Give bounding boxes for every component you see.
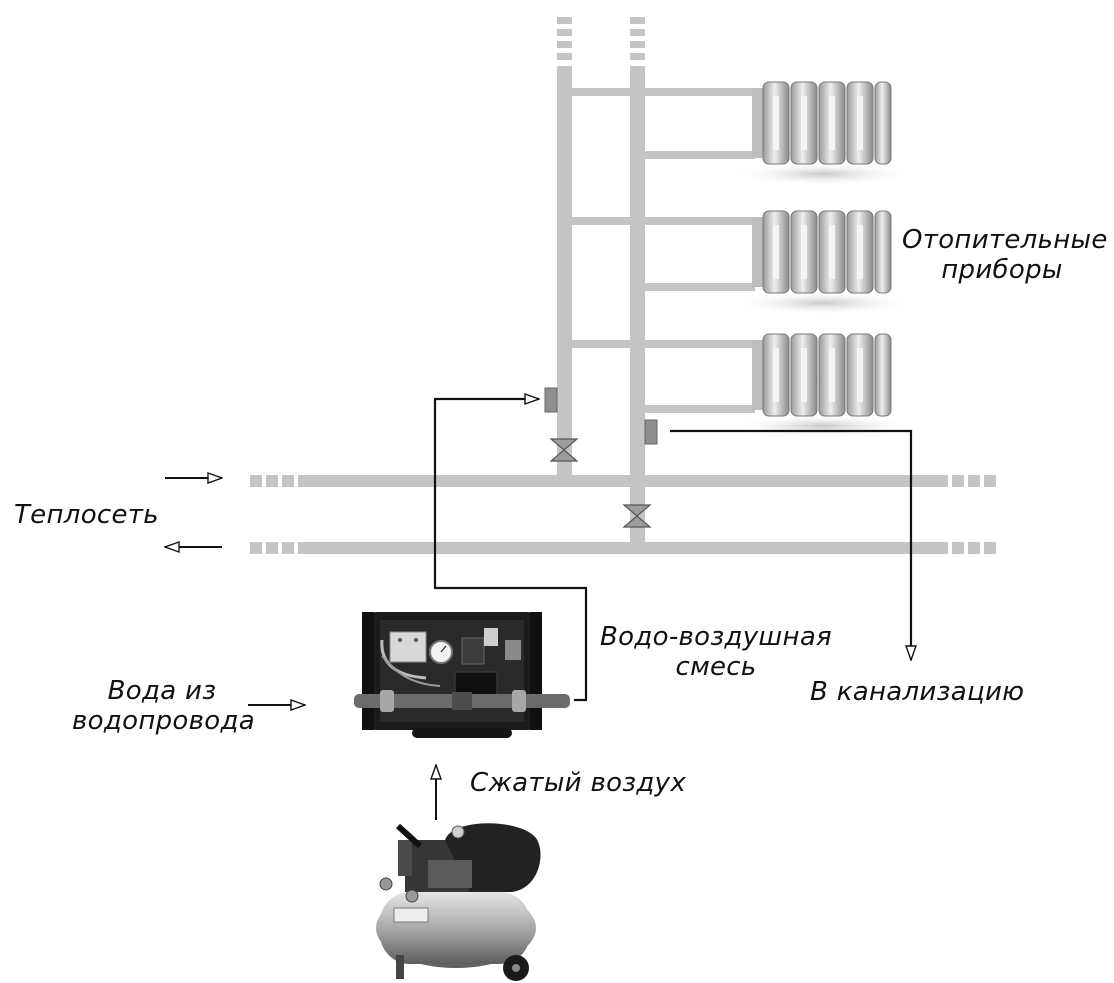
tap-water-label: Вода из водопровода xyxy=(72,676,255,736)
radiator-icon xyxy=(730,333,916,439)
inlet-fitting xyxy=(544,387,558,413)
tap-water-line2: водопровода xyxy=(72,706,255,736)
valve-icon xyxy=(549,438,579,462)
supply-riser xyxy=(557,66,572,484)
water-air-mix-label: Водо-воздушная смесь xyxy=(596,622,836,682)
water-air-mix-line2: смесь xyxy=(675,652,757,682)
heating-devices-line1: Отопительные xyxy=(902,225,1108,255)
outlet-fitting xyxy=(644,419,658,445)
heating-main-pipes xyxy=(250,475,996,554)
heating-devices-label: Отопительные приборы xyxy=(902,225,1108,285)
tap-water-line1: Вода из xyxy=(107,676,217,706)
heating-devices-line2: приборы xyxy=(941,255,1063,285)
sewer-label: В канализацию xyxy=(810,677,1025,707)
air-compressor-icon xyxy=(376,823,541,981)
drain-line xyxy=(670,429,911,660)
riser-stubs xyxy=(557,17,645,60)
compressed-air-label: Сжатый воздух xyxy=(470,768,687,798)
return-riser xyxy=(630,66,645,550)
flushing-unit-icon xyxy=(354,612,570,738)
heating-network-label: Теплосеть xyxy=(14,500,159,530)
water-air-mix-line xyxy=(433,399,588,702)
radiator-icon xyxy=(730,210,916,316)
riser-branches xyxy=(572,88,755,413)
water-air-mix-line1: Водо-воздушная xyxy=(600,622,832,652)
radiator-icon xyxy=(730,81,916,187)
valve-icon xyxy=(622,504,652,528)
